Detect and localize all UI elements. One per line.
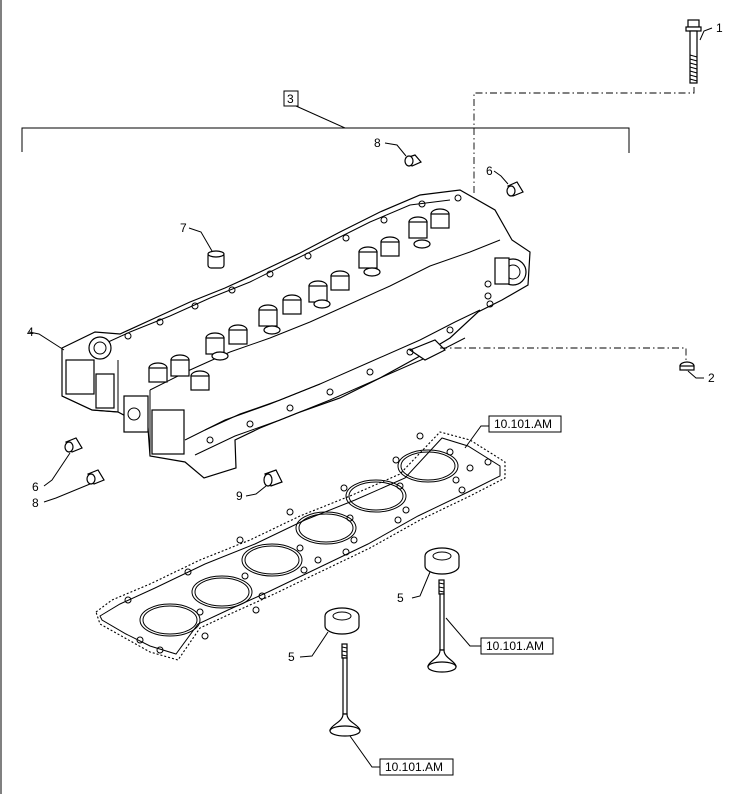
callout-8-left: 8	[32, 496, 39, 510]
callout-6-right: 6	[486, 164, 493, 178]
assembly-bracket: 3	[21, 90, 630, 153]
cylinder-ports	[148, 208, 450, 391]
head-gasket-part	[95, 431, 506, 661]
callout-1: 1	[716, 21, 723, 35]
dowel-left-part	[64, 437, 83, 453]
sleeve-bottom-part	[263, 469, 283, 487]
ref-label-valve-upper: 10.101.AM	[486, 639, 544, 653]
leader-6-left	[43, 452, 71, 487]
ref-box-gasket	[488, 415, 562, 433]
leader-8-left	[43, 483, 91, 503]
leader-6-right	[493, 170, 509, 185]
leader-7	[188, 227, 213, 252]
ref-label-gasket: 10.101.AM	[494, 417, 552, 431]
valve-upper-part	[427, 579, 457, 673]
sleeve-top-part	[404, 154, 422, 167]
leader-8-top	[384, 142, 407, 157]
ref-label-valve-lower: 10.101.AM	[385, 760, 443, 774]
callout-5-upper: 5	[397, 591, 404, 605]
leader-5-upper	[411, 571, 431, 599]
dowel-right-part	[506, 181, 524, 197]
leader-ref-valve-upper	[445, 617, 482, 647]
plug-right-part	[679, 361, 695, 371]
callout-4: 4	[27, 325, 34, 339]
valve-seal-upper-part	[424, 547, 460, 575]
callout-7: 7	[180, 221, 187, 235]
ref-box-valve-lower	[379, 758, 454, 776]
gasket-holes	[124, 432, 492, 654]
callout-8-top: 8	[374, 136, 381, 150]
callout-2: 2	[708, 371, 715, 385]
bolt-part	[685, 19, 702, 84]
leader-5-lower	[299, 631, 329, 658]
leader-ref-valve-lower	[349, 735, 381, 768]
sleeve-left-part	[86, 469, 105, 485]
leader-9	[245, 485, 267, 497]
plug-top-part	[207, 250, 225, 269]
valve-seal-lower-part	[324, 607, 360, 635]
callout-9: 9	[236, 489, 243, 503]
callout-5-lower: 5	[288, 650, 295, 664]
leader-2	[687, 370, 704, 379]
callout-6-left: 6	[32, 480, 39, 494]
rim-bolt-holes	[124, 194, 494, 444]
dash-leader-bolt	[473, 87, 695, 195]
cylinder-head-part	[61, 189, 531, 479]
leader-1	[699, 27, 713, 41]
leader-ref-gasket	[464, 425, 491, 449]
leader-4	[28, 331, 65, 351]
dash-leader-plug	[440, 347, 687, 362]
callout-3: 3	[287, 92, 294, 106]
ref-box-valve-upper	[480, 637, 554, 655]
valve-lower-part	[329, 643, 361, 737]
